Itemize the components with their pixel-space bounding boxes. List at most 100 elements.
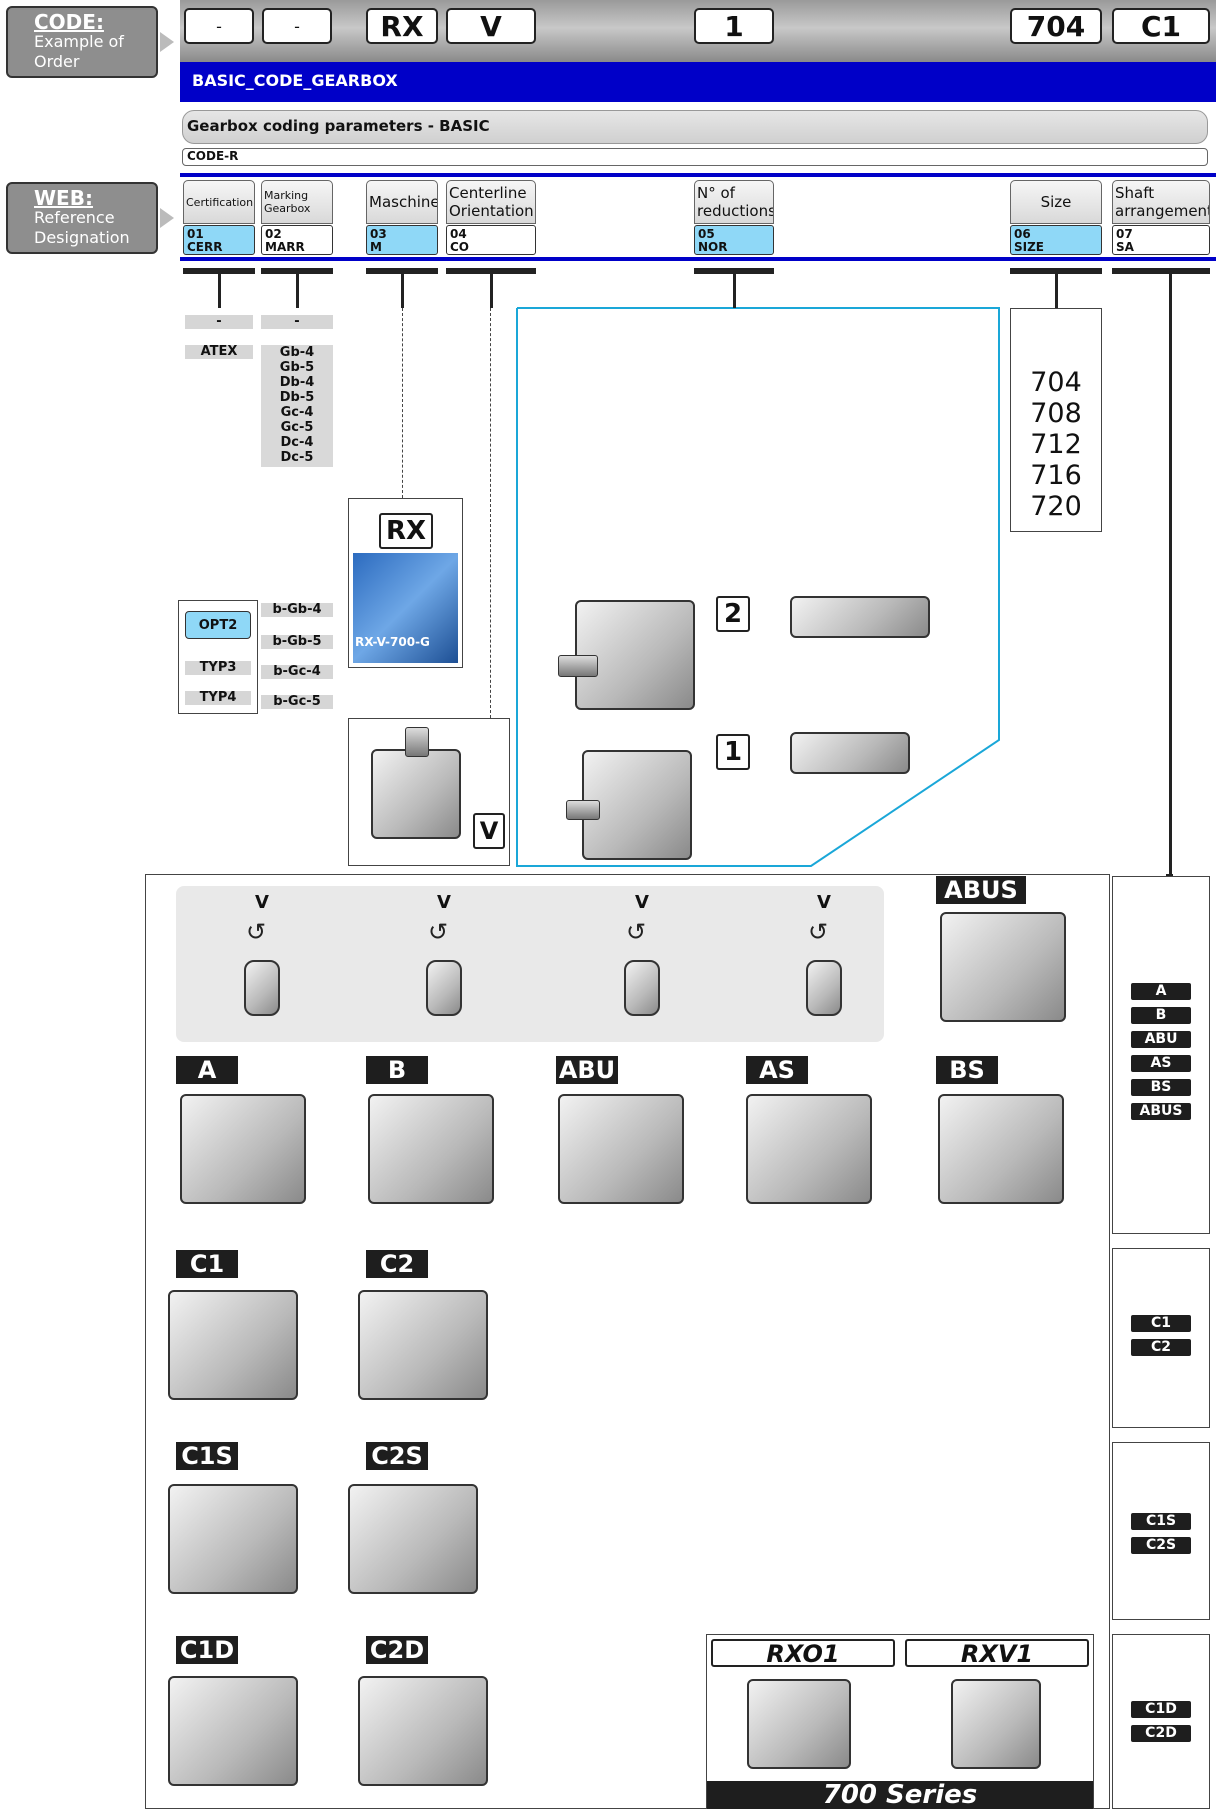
option-mark: b-Gb-4 (261, 603, 333, 617)
option-mark: b-Gb-5 (261, 635, 333, 649)
arrangement-image-as (746, 1094, 872, 1204)
arrangement-label-c2s: C2S (366, 1442, 428, 1470)
arrangement-image-abu (558, 1094, 684, 1204)
v-label-1: V (255, 892, 269, 913)
v-label-2: V (437, 892, 451, 913)
arrangement-image-b (368, 1094, 494, 1204)
arrangement-label-c1: C1 (176, 1250, 238, 1278)
reductions-outline (516, 307, 1000, 867)
param-code: CERR (187, 240, 223, 254)
size-list: 704 708 712 716 720 (1010, 308, 1102, 532)
param-num: 05 (698, 227, 715, 241)
param-num: 04 (450, 227, 467, 241)
code-panel-title: CODE: (34, 10, 104, 34)
code-value-orientation: V (446, 8, 536, 44)
param-reductions: N° of reductions (694, 180, 774, 224)
orientation-gearbox-image (371, 749, 461, 839)
v-label-3: V (635, 892, 649, 913)
arrangement-image-c2d (358, 1676, 488, 1786)
basic-code-title: BASIC_CODE_GEARBOX (180, 62, 1216, 102)
connector (218, 274, 221, 308)
series-footer: 700 Series (707, 1781, 1093, 1809)
cert-option-atex: ATEX (185, 345, 253, 359)
side-tags-group-4: C1D C2D (1112, 1634, 1210, 1809)
arrangement-label-c1d: C1D (176, 1636, 238, 1664)
option-type-typ3: TYP3 (185, 661, 251, 675)
code-panel-arrow (160, 32, 174, 52)
rotation-arrow-icon: ↺ (246, 918, 267, 946)
marking-option-list: Gb-4 Gb-5 Db-4 Db-5 Gc-4 Gc-5 Dc-4 Dc-5 (261, 345, 333, 467)
arrangement-label-abu: ABU (556, 1056, 618, 1084)
bar-machine (366, 268, 438, 274)
side-tag: AS (1131, 1055, 1191, 1072)
vertical-shaft-image (806, 960, 842, 1016)
orientation-label: V (473, 813, 505, 849)
code-value-machine: RX (366, 8, 438, 44)
connector (296, 274, 299, 308)
arrangement-label-abus: ABUS (936, 876, 1026, 904)
reduction-1-gearbox-image (582, 750, 692, 860)
blue-rule-top (180, 173, 1216, 177)
arrangement-label-c2: C2 (366, 1250, 428, 1278)
reduction-2-label: 2 (716, 596, 750, 632)
param-num: 03 (370, 227, 387, 241)
arrangement-label-c1s: C1S (176, 1442, 238, 1470)
connector (1055, 274, 1058, 308)
marking-option: Gb-5 (279, 360, 315, 375)
series-rxo1-image (747, 1679, 851, 1769)
marking-option-none: - (261, 315, 333, 329)
connector (490, 274, 493, 308)
bar-size (1010, 268, 1102, 274)
size-option: 708 (1030, 398, 1082, 429)
arrangement-label-bs: BS (936, 1056, 998, 1084)
param-size: Size (1010, 180, 1102, 224)
side-tag: BS (1131, 1079, 1191, 1096)
web-panel: WEB: Reference Designation (6, 182, 158, 254)
v-label-4: V (817, 892, 831, 913)
code-value-marking: - (262, 8, 332, 44)
series-box: RXO1 RXV1 700 Series (706, 1634, 1094, 1809)
arrangement-image-c1d (168, 1676, 298, 1786)
side-tag: ABU (1131, 1031, 1191, 1048)
reduction-2-diagram (790, 596, 930, 638)
reductions-stem (733, 274, 736, 308)
vertical-shaft-image (624, 960, 660, 1016)
rotation-arrow-icon: ↺ (808, 918, 829, 946)
side-tag: ABUS (1131, 1103, 1191, 1120)
section-title: Gearbox coding parameters - BASIC (182, 110, 1208, 144)
marking-option: Gb-4 (279, 345, 315, 360)
side-tag: C2S (1131, 1537, 1191, 1554)
param-orientation: Centerline Orientation (446, 180, 536, 224)
param-code: SA (1116, 240, 1134, 254)
param-num: 07 (1116, 227, 1133, 241)
machine-image-caption: RX-V-700-G (355, 635, 430, 649)
size-option: 716 (1030, 460, 1082, 491)
side-tags-group-3: C1S C2S (1112, 1442, 1210, 1620)
arrangement-image-bs (938, 1094, 1064, 1204)
machine-image (353, 553, 458, 663)
code-panel-line1: Example of (34, 32, 124, 51)
param-code: CO (450, 240, 470, 254)
bar-reductions (694, 268, 774, 274)
side-tags-group-1: A B ABU AS BS ABUS (1112, 876, 1210, 1234)
code-value-reductions: 1 (694, 8, 774, 44)
web-panel-arrow (160, 208, 174, 228)
reduction-2-shaft (558, 655, 598, 677)
option-mark: b-Gc-4 (261, 665, 333, 679)
reduction-1-label: 1 (716, 734, 750, 770)
marking-option: Db-5 (279, 390, 315, 405)
code-panel-line2: Order (34, 52, 80, 71)
marking-option: Gc-4 (280, 405, 314, 420)
marking-option: Db-4 (279, 375, 315, 390)
arrangement-image-abus (940, 912, 1066, 1022)
machine-label: RX (379, 513, 433, 549)
bar-certification (183, 268, 255, 274)
arrangement-label-as: AS (746, 1056, 808, 1084)
orientation-shaft (405, 727, 429, 757)
connector (1169, 274, 1172, 876)
param-num: 01 (187, 227, 204, 241)
rotation-arrow-icon: ↺ (428, 918, 449, 946)
